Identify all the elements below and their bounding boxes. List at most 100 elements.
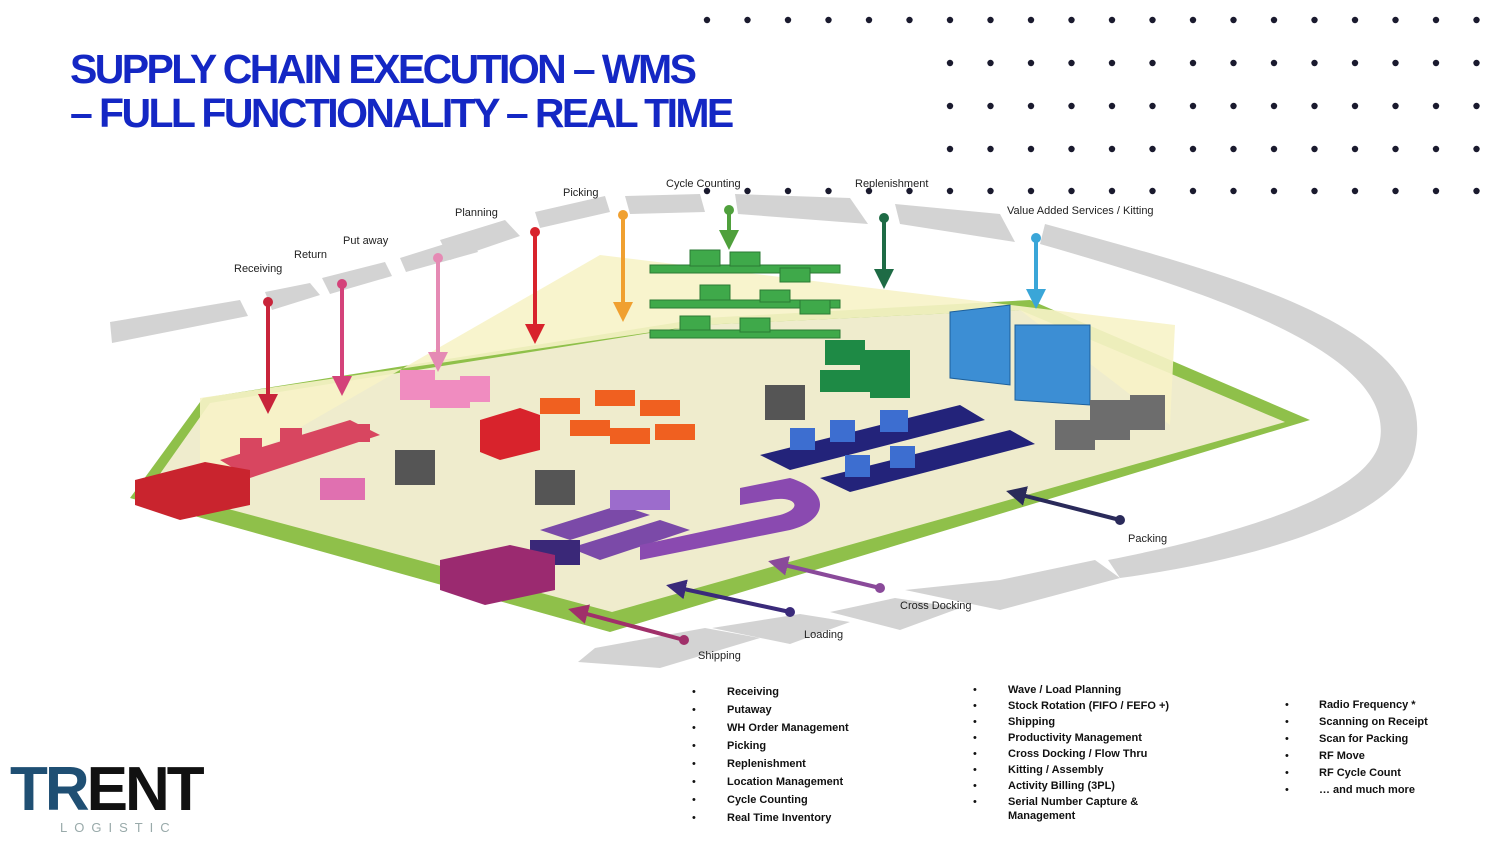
feature-item: Stock Rotation (FIFO / FEFO +)	[973, 699, 1198, 713]
decor-dot	[1068, 16, 1075, 24]
decor-dot	[1270, 187, 1278, 195]
decor-dot	[744, 187, 751, 195]
logo-part-ent: ENT	[86, 755, 205, 824]
shelving-green	[649, 249, 841, 339]
decor-dot	[1149, 102, 1156, 110]
decor-dot	[1392, 102, 1399, 110]
decor-dot	[1027, 187, 1035, 195]
decor-dot	[1027, 16, 1035, 24]
decor-dot	[1149, 16, 1156, 24]
decor-dot	[784, 16, 792, 24]
decor-dot	[946, 16, 954, 24]
decor-dot	[1311, 102, 1318, 110]
decor-dot	[1311, 16, 1318, 24]
decor-dot	[1230, 59, 1237, 67]
decor-dot	[1230, 187, 1237, 195]
decor-dot	[1108, 59, 1116, 67]
trent-logo: TRENT	[10, 755, 205, 824]
decor-dot	[1351, 145, 1359, 153]
decor-dot	[1473, 145, 1480, 153]
feature-list-core: ReceivingPutawayWH Order ManagementPicki…	[692, 685, 907, 829]
decor-dot	[987, 145, 994, 153]
decor-dot	[1108, 145, 1116, 153]
label-receiving: Receiving	[234, 263, 282, 275]
label-packing: Packing	[1128, 533, 1167, 545]
logo-part-tr: TR	[10, 755, 90, 824]
decor-dot	[946, 145, 954, 153]
packed-pallets	[1055, 395, 1165, 450]
dot-grid-decoration	[703, 16, 1480, 195]
decor-dot	[1311, 145, 1318, 153]
decor-dot	[1027, 145, 1035, 153]
decor-dot	[1189, 187, 1197, 195]
feature-item: Cycle Counting	[692, 793, 907, 807]
feature-item: Real Time Inventory	[692, 811, 907, 825]
decor-dot	[906, 16, 913, 24]
feature-item: Activity Billing (3PL)	[973, 779, 1198, 793]
process-arrow-heads	[263, 205, 1125, 645]
feature-item: Kitting / Assembly	[973, 763, 1198, 777]
decor-dot	[1473, 59, 1480, 67]
label-picking: Picking	[563, 187, 598, 199]
decor-dot	[1392, 16, 1399, 24]
feature-item: Replenishment	[692, 757, 907, 771]
trucks	[135, 462, 555, 605]
feature-item: WH Order Management	[692, 721, 907, 735]
feature-item: Radio Frequency *	[1285, 698, 1459, 712]
decor-dot	[825, 187, 832, 195]
decor-dot	[1068, 59, 1075, 67]
decor-dot	[865, 187, 873, 195]
feature-item: Wave / Load Planning	[973, 683, 1198, 697]
decor-dot	[987, 59, 994, 67]
decor-dot	[1311, 59, 1318, 67]
process-arrows	[258, 210, 1121, 642]
packing-conveyor	[760, 405, 1035, 492]
decor-dot	[946, 102, 954, 110]
decor-dot	[1149, 145, 1156, 153]
value-added-racks	[949, 304, 1091, 406]
decor-dot	[1473, 102, 1480, 110]
decor-dot	[1230, 102, 1237, 110]
decor-dot	[1189, 16, 1197, 24]
decor-dot	[1189, 102, 1197, 110]
label-shipping: Shipping	[698, 650, 741, 662]
decor-dot	[1473, 187, 1480, 195]
label-cycle-counting: Cycle Counting	[666, 178, 741, 190]
decor-dot	[1108, 187, 1116, 195]
decor-dot	[1392, 59, 1399, 67]
decor-dot	[987, 16, 994, 24]
feature-item: RF Move	[1285, 749, 1459, 763]
label-cross-docking: Cross Docking	[900, 600, 972, 612]
label-put-away: Put away	[343, 235, 389, 247]
decor-dot	[946, 59, 954, 67]
label-value-added-services: Value Added Services / Kitting	[1007, 205, 1154, 217]
replenishment-boxes	[820, 340, 910, 398]
picking-desks	[540, 390, 695, 444]
decor-dot	[1432, 145, 1440, 153]
feature-item: RF Cycle Count	[1285, 766, 1459, 780]
decor-dot	[1432, 16, 1440, 24]
decor-dot	[1108, 16, 1116, 24]
decor-dot	[1108, 102, 1116, 110]
receiving-conveyor	[220, 420, 380, 500]
decor-dot	[1189, 145, 1197, 153]
shipping-conveyors	[530, 478, 820, 565]
decor-dot	[1432, 102, 1440, 110]
decor-dot	[1230, 145, 1237, 153]
planning-rack	[480, 408, 540, 460]
decor-dot	[1068, 145, 1075, 153]
decor-dot	[703, 16, 711, 24]
decor-dot	[1068, 187, 1075, 195]
decor-dot	[1351, 16, 1359, 24]
decor-dot	[1392, 187, 1399, 195]
decor-dot	[1432, 59, 1440, 67]
decor-dot	[1270, 102, 1278, 110]
decor-dot	[1392, 145, 1399, 153]
decor-dot	[987, 102, 994, 110]
decor-dot	[703, 187, 711, 195]
feature-item: Location Management	[692, 775, 907, 789]
feature-item: Serial Number Capture & Management	[973, 795, 1198, 823]
decor-dot	[1149, 187, 1156, 195]
page-title-line-1: SUPPLY CHAIN EXECUTION – WMS	[70, 46, 697, 92]
